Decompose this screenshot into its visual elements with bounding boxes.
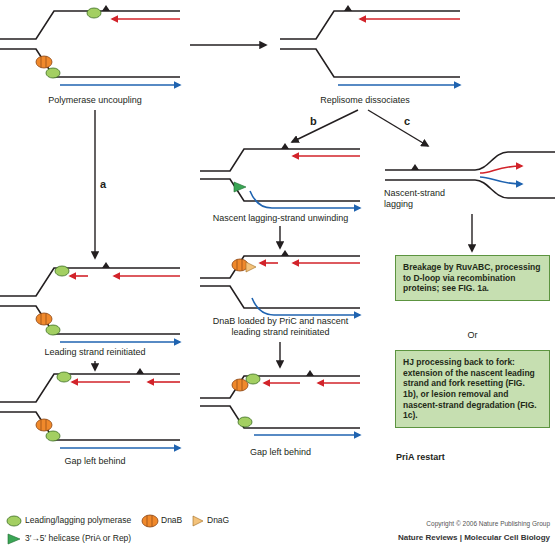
legend-text: DnaG (207, 515, 229, 525)
nascent-strand (318, 382, 360, 384)
polymerase-symbol (46, 431, 60, 441)
parental-strands (0, 11, 180, 77)
polymerase-symbol (238, 417, 252, 427)
fork-panel (0, 262, 180, 342)
fork-panel (200, 143, 360, 208)
pathway-letter: c (404, 115, 424, 128)
step-arrow (292, 110, 358, 142)
polymerase-symbol (46, 325, 60, 335)
step-caption: Polymerase uncoupling (20, 95, 170, 106)
nascent-strand (60, 84, 180, 86)
step-caption: Replisome dissociates (285, 95, 445, 106)
polymerase-symbol (87, 8, 101, 18)
fork-panel (0, 368, 180, 448)
parental-strands (0, 268, 180, 334)
lesion-mark (102, 5, 110, 11)
pathway-name: PriA restart (396, 452, 546, 463)
step-arrow (368, 110, 428, 146)
parental-strands (200, 256, 360, 308)
step-arrow (94, 110, 95, 258)
step-caption: Nascent lagging-strand unwinding (198, 213, 363, 224)
step-caption: Gap left behind (198, 447, 363, 458)
nascent-strand (60, 447, 180, 449)
nascent-strand (480, 177, 522, 184)
nascent-strand (360, 18, 460, 20)
legend-sample (142, 515, 158, 527)
polymerase-symbol (246, 374, 260, 384)
fork-panel (0, 5, 180, 85)
nascent-strand (114, 275, 180, 277)
nascent-strand (264, 382, 300, 384)
helicase-symbol (234, 182, 246, 192)
step-arrow (190, 44, 266, 45)
connector-word: Or (395, 330, 550, 341)
polymerase-symbol (57, 372, 71, 382)
step-arrow (279, 226, 280, 248)
box-text: Breakage by RuvABC, processing to D-loop… (403, 262, 542, 294)
dnab-symbol (36, 56, 52, 68)
parental-strands (200, 376, 360, 428)
step-caption: Nascent-strand lagging (384, 188, 466, 210)
dnab-symbol (232, 379, 248, 391)
lesion-mark (411, 164, 419, 170)
fork-panel (280, 5, 460, 85)
outcome-box: HJ processing back to fork: extension of… (395, 350, 550, 428)
step-arrow (94, 361, 95, 370)
nascent-strand (293, 262, 360, 264)
step-caption: DnaB loaded by PriC and nascent leading … (198, 316, 363, 338)
lesion-mark (281, 250, 289, 256)
nascent-strand (252, 298, 360, 315)
dnag-symbol (246, 262, 256, 272)
fork-panel (200, 370, 360, 435)
polymerase-symbol (46, 68, 60, 78)
legend-sample (193, 516, 203, 526)
pathway-letter: a (100, 178, 120, 191)
legend-sample (7, 516, 21, 526)
parental-strands (200, 149, 360, 201)
dnab-symbol (36, 419, 52, 431)
nascent-strand (112, 18, 180, 20)
nascent-strand (260, 262, 278, 264)
lesion-mark (344, 5, 352, 11)
nascent-strand (250, 191, 360, 208)
lesion-mark (136, 368, 144, 374)
polymerase-symbol (55, 266, 69, 276)
nascent-strand (480, 166, 522, 173)
nascent-strand (72, 381, 130, 383)
legend-text: 3′→5′ helicase (PriA or Rep) (25, 533, 131, 543)
step-caption: Gap left behind (15, 456, 175, 467)
fork-panel (200, 250, 360, 315)
legend-sample (8, 534, 20, 544)
dnab-symbol (232, 259, 248, 271)
nascent-strand (148, 381, 180, 383)
step-arrow (471, 214, 472, 251)
nascent-strand (254, 434, 360, 436)
nascent-strand (338, 84, 460, 86)
parental-strands (280, 11, 460, 77)
nascent-strand (70, 275, 88, 277)
dnab-symbol (36, 313, 52, 325)
lesion-mark (306, 370, 314, 376)
legend-text: DnaB (161, 515, 182, 525)
copyright-note: Copyright © 2006 Nature Publishing Group (300, 520, 550, 528)
nascent-strand (293, 155, 360, 157)
lesion-mark (281, 143, 289, 149)
step-caption: Leading strand reinitiated (15, 347, 175, 358)
lesion-mark (102, 262, 110, 268)
journal-name: Nature Reviews | Molecular Cell Biology (300, 533, 550, 543)
outcome-box: Breakage by RuvABC, processing to D-loop… (395, 255, 550, 301)
parental-strands (0, 374, 180, 440)
nascent-strand (60, 341, 180, 343)
legend-text: Leading/lagging polymerase (25, 515, 131, 525)
step-arrow (279, 342, 280, 367)
pathway-letter: b (310, 115, 330, 128)
box-text: HJ processing back to fork: extension of… (403, 357, 542, 421)
